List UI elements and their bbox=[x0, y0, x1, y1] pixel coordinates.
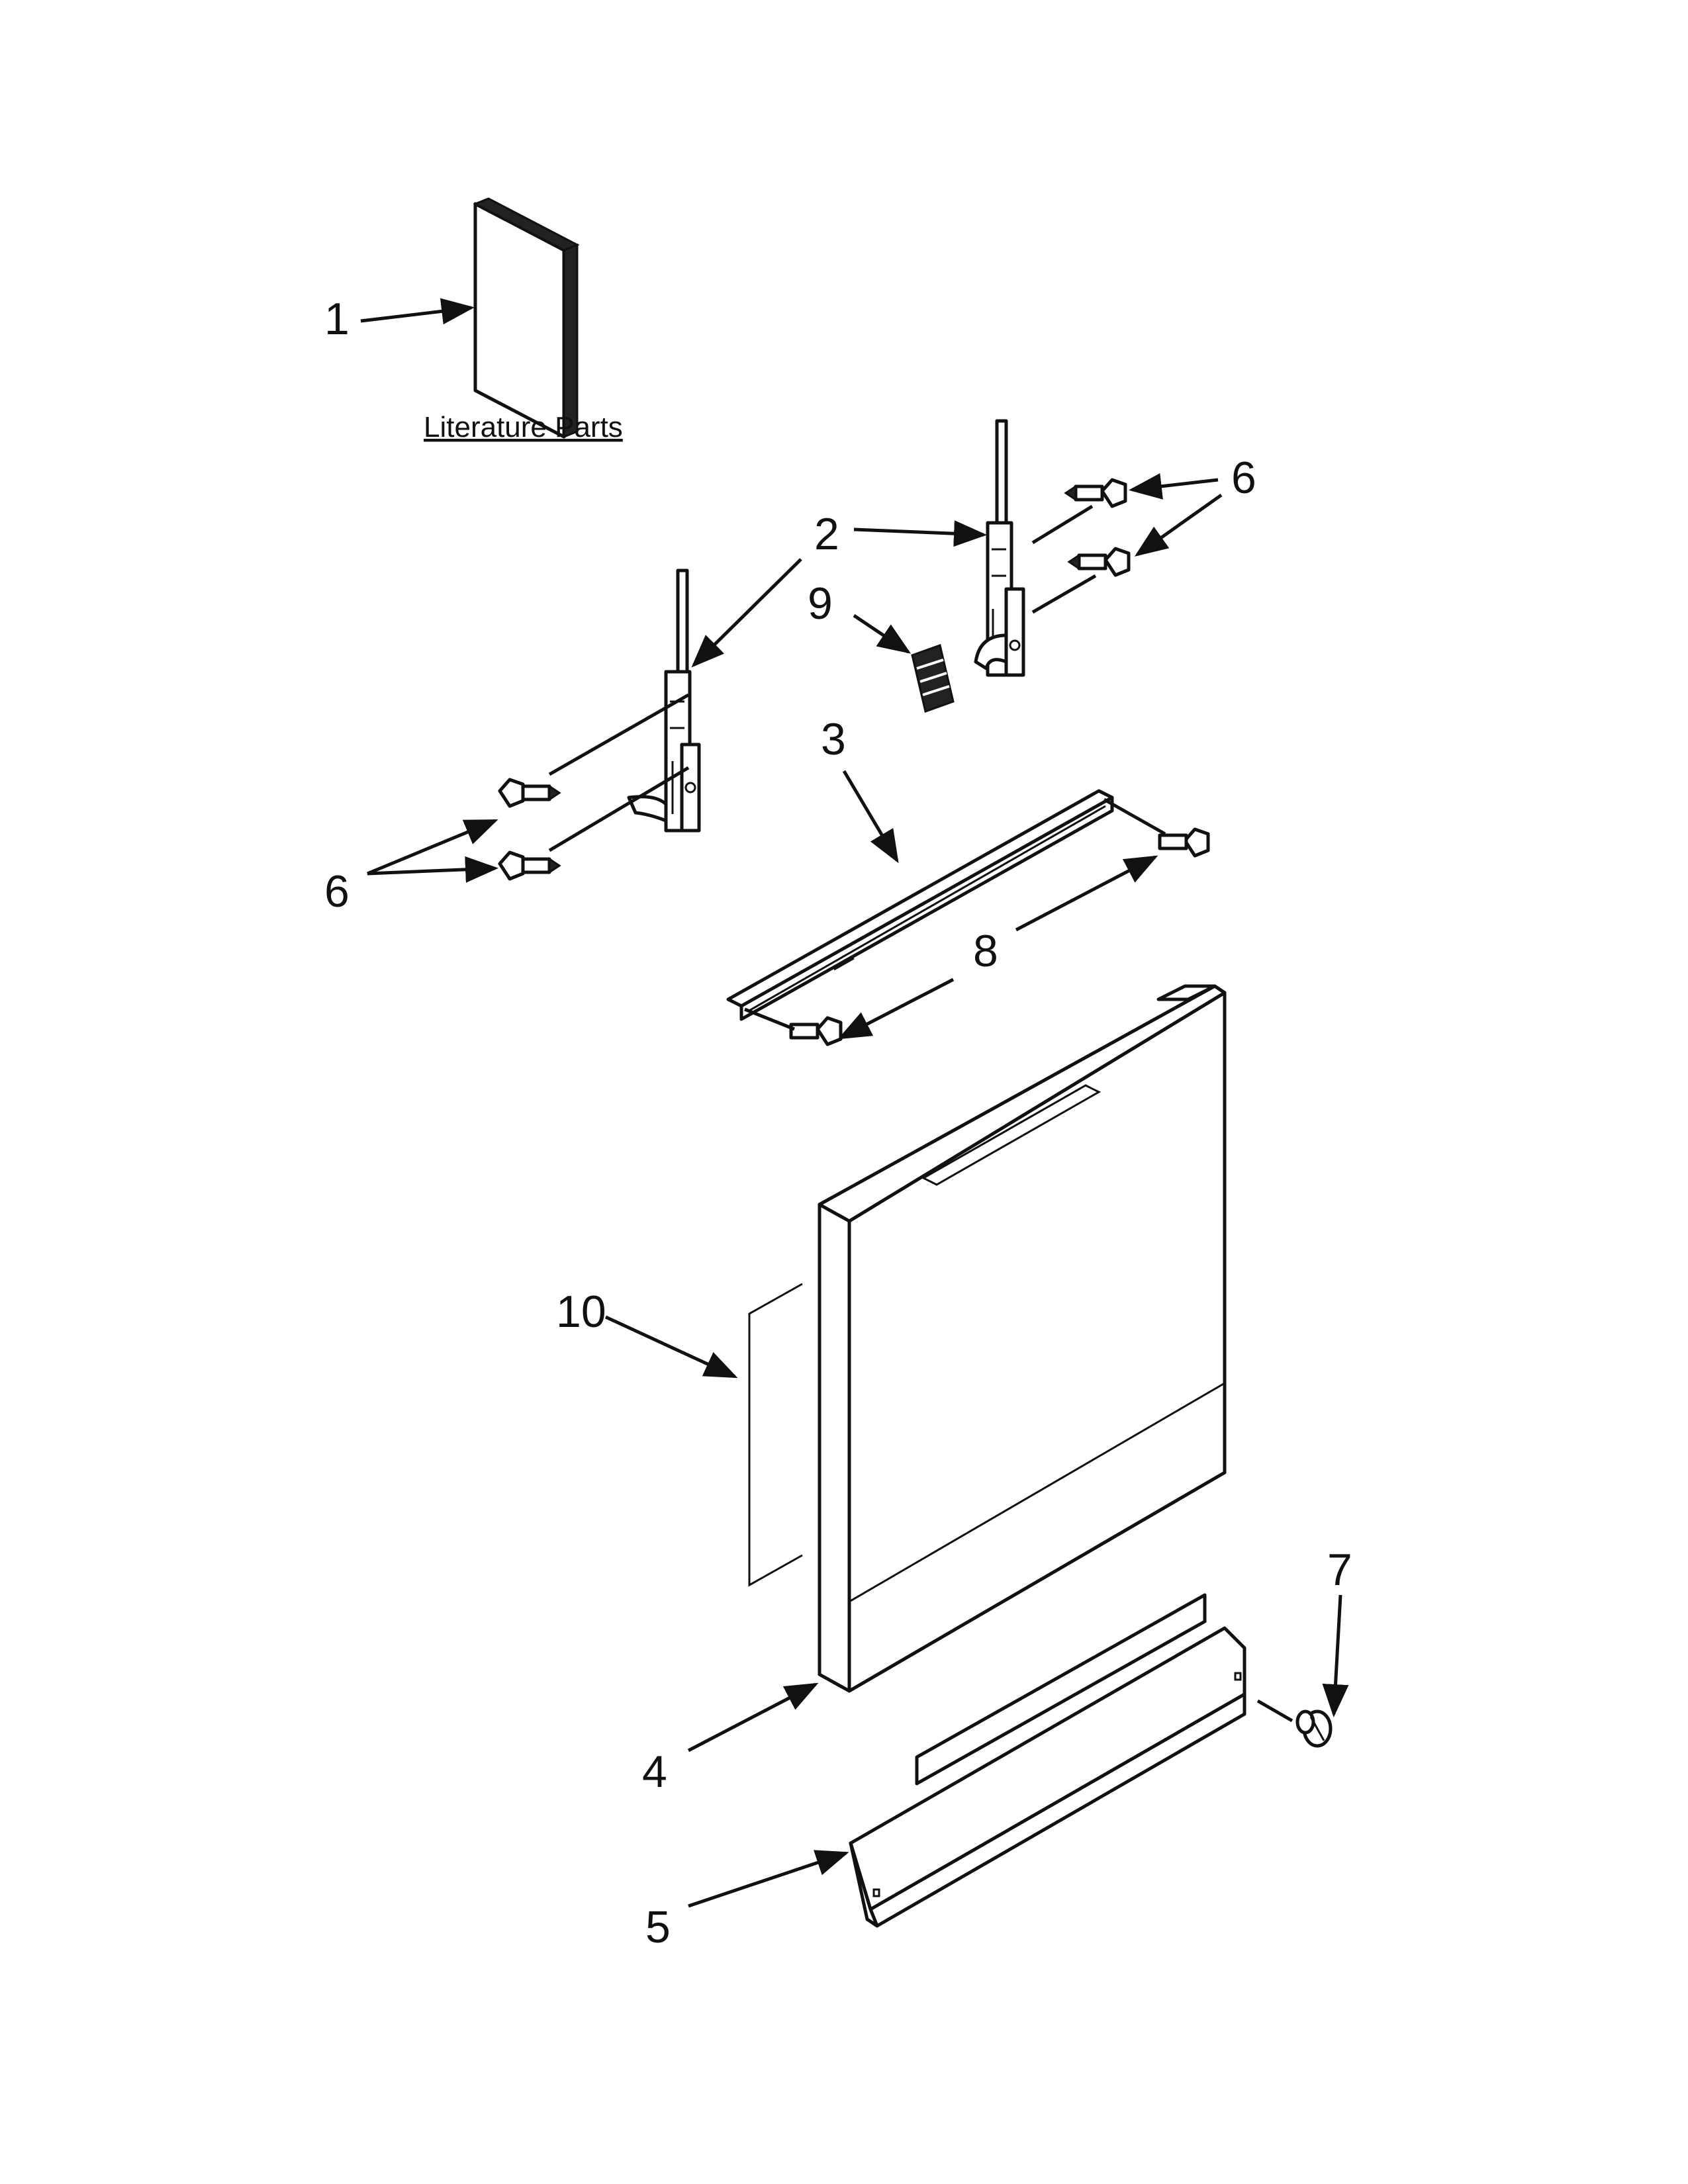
callout-6-left: 6 bbox=[324, 866, 350, 917]
kick-plate-screw bbox=[1295, 1709, 1333, 1748]
screw-right-upper bbox=[1064, 478, 1127, 508]
kick-plate bbox=[849, 1593, 1246, 1928]
callout-5: 5 bbox=[645, 1902, 671, 1952]
callout-4: 4 bbox=[642, 1747, 667, 1797]
left-hinge bbox=[627, 569, 701, 833]
callout-2: 2 bbox=[814, 509, 839, 559]
screw-rail-left bbox=[789, 1016, 843, 1046]
literature-caption: Literature Parts bbox=[424, 411, 623, 443]
right-hinge bbox=[974, 419, 1025, 677]
door-gasket bbox=[748, 1283, 803, 1587]
screw-left-upper bbox=[498, 778, 561, 808]
callout-10: 10 bbox=[556, 1287, 606, 1337]
screw-rail-right bbox=[1158, 827, 1210, 858]
door-panel bbox=[818, 984, 1227, 1693]
callout-7: 7 bbox=[1327, 1545, 1352, 1595]
leader-lines bbox=[360, 298, 1349, 1908]
literature-booklet bbox=[473, 197, 580, 439]
callout-1: 1 bbox=[324, 294, 350, 344]
screw-right-lower bbox=[1067, 547, 1131, 577]
callout-3: 3 bbox=[821, 714, 846, 764]
callout-9: 9 bbox=[808, 578, 833, 629]
callout-8: 8 bbox=[973, 926, 998, 976]
screw-left-lower bbox=[498, 850, 561, 881]
clip-part bbox=[911, 644, 955, 713]
door-rail bbox=[726, 789, 1114, 1021]
callout-6-right: 6 bbox=[1231, 453, 1256, 503]
